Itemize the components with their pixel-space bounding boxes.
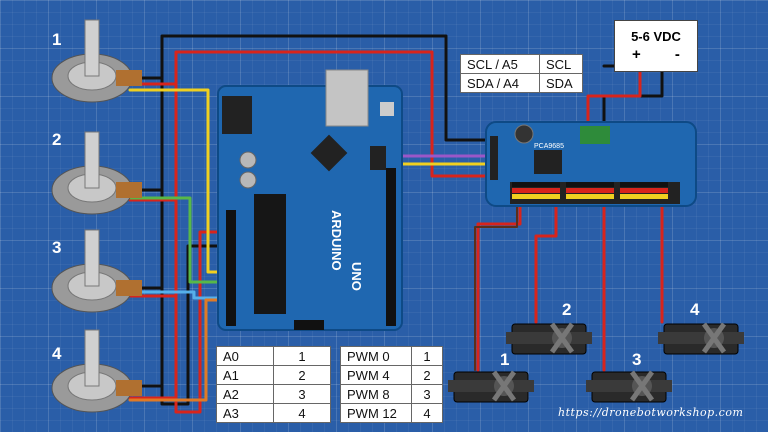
- table-cell: A0: [216, 346, 274, 366]
- pot-number-1: 1: [52, 30, 62, 49]
- table-cell: PWM 0: [340, 346, 412, 366]
- table-cell: 2: [273, 365, 331, 385]
- table-row: PWM 0 1: [340, 346, 443, 366]
- pot-number-3: 3: [52, 238, 62, 257]
- table-cell: 2: [411, 365, 443, 385]
- table-row: A3 4: [216, 403, 331, 423]
- servo-number-3: 3: [632, 350, 642, 369]
- table-cell: 4: [411, 403, 443, 423]
- table-cell: PWM 4: [340, 365, 412, 385]
- potentiometer-4: [51, 329, 142, 413]
- website-url[interactable]: https://dronebotworkshop.com: [558, 406, 744, 419]
- servo-number-1: 1: [500, 350, 510, 369]
- potentiometer-1: [51, 19, 142, 103]
- servo-number-2: 2: [562, 300, 572, 319]
- signal-wire-a3: [128, 298, 228, 402]
- table-cell: SDA / A4: [460, 73, 540, 93]
- servo-number-4: 4: [690, 300, 700, 319]
- arduino-brand: ARDUINO: [329, 210, 344, 271]
- i2c-pin-table: SCL / A5 SCL SDA / A4 SDA: [460, 54, 583, 93]
- vcc-wire: [586, 64, 642, 130]
- table-row: SCL / A5 SCL: [460, 54, 583, 74]
- servo-cable-2: [534, 202, 558, 324]
- pca9685-servo-driver: PCA9685: [485, 121, 697, 207]
- potentiometer-3: [51, 229, 142, 313]
- servo-motor-3: [586, 370, 672, 403]
- table-cell: SDA: [539, 73, 583, 93]
- table-cell: 1: [273, 346, 331, 366]
- vcc-wire: [128, 82, 178, 400]
- table-cell: PWM 12: [340, 403, 412, 423]
- servo-cable-1: [474, 203, 518, 371]
- arduino-uno-board: ARDUINO UNO: [217, 69, 403, 331]
- power-plus: +: [632, 46, 641, 63]
- power-voltage: 5-6 VDC: [631, 29, 681, 44]
- table-row: A0 1: [216, 346, 331, 366]
- servo-motor-1: [448, 370, 534, 403]
- potentiometer-2: [51, 131, 142, 215]
- pca-label: PCA9685: [534, 143, 564, 150]
- table-cell: 3: [273, 384, 331, 404]
- table-cell: 1: [411, 346, 443, 366]
- table-cell: PWM 8: [340, 384, 412, 404]
- analog-pin-table: A0 1 A1 2 A2 3 A3 4: [216, 346, 331, 423]
- table-row: PWM 4 2: [340, 365, 443, 385]
- vcc-wire: [128, 50, 490, 178]
- pot-number-2: 2: [52, 130, 62, 149]
- table-row: PWM 12 4: [340, 403, 443, 423]
- table-cell: 4: [273, 403, 331, 423]
- table-row: A1 2: [216, 365, 331, 385]
- table-cell: SCL: [539, 54, 583, 74]
- table-cell: A1: [216, 365, 274, 385]
- wires: [128, 34, 664, 414]
- ground-wire: [130, 34, 490, 142]
- table-row: SDA / A4 SDA: [460, 73, 583, 93]
- servo-motor-4: [658, 322, 744, 355]
- arduino-model: UNO: [349, 262, 364, 291]
- table-row: A2 3: [216, 384, 331, 404]
- servo-cable-1: [476, 202, 522, 372]
- power-supply-label: 5-6 VDC + -: [614, 20, 698, 72]
- table-cell: A2: [216, 384, 274, 404]
- table-cell: A3: [216, 403, 274, 423]
- signal-wire-a1: [128, 196, 228, 284]
- signal-wire-a2: [128, 290, 228, 300]
- pot-number-4: 4: [52, 344, 62, 363]
- pwm-channel-table: PWM 0 1 PWM 4 2 PWM 8 3 PWM 12 4: [340, 346, 443, 423]
- table-row: PWM 8 3: [340, 384, 443, 404]
- table-cell: SCL / A5: [460, 54, 540, 74]
- ground-wire: [128, 76, 164, 388]
- table-cell: 3: [411, 384, 443, 404]
- servo-motor-2: [506, 322, 592, 355]
- power-minus: -: [674, 46, 680, 63]
